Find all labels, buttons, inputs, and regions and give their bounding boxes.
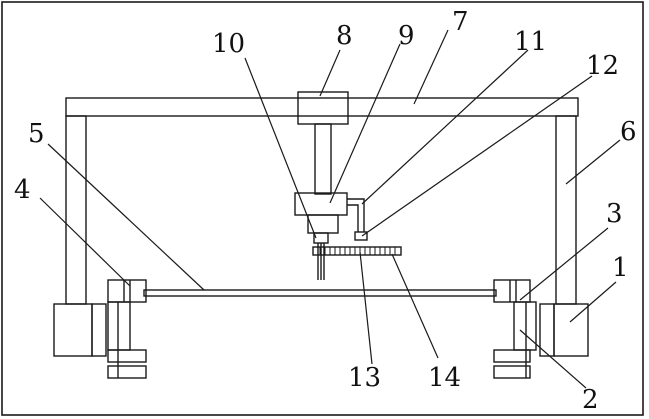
left-base-plate <box>91 303 107 357</box>
left-clamp-body <box>107 301 131 351</box>
scale-body <box>312 246 402 256</box>
gantry-frame <box>65 97 579 305</box>
label-4: 4 <box>14 175 31 205</box>
bracket-inner <box>347 204 359 232</box>
sensor <box>354 231 368 241</box>
scale-plate <box>312 246 402 256</box>
right-clamp-foot <box>493 365 531 379</box>
left-clamp-lower <box>107 349 147 363</box>
label-12: 12 <box>586 51 619 81</box>
leader-11 <box>361 49 529 205</box>
leader-6 <box>565 139 621 185</box>
right-base-plate <box>539 303 555 357</box>
bracket-outer <box>347 198 365 232</box>
right-column <box>555 115 577 305</box>
bracket-arm <box>347 198 368 241</box>
vertical-rod <box>314 123 332 195</box>
leader-14 <box>391 253 439 359</box>
label-1: 1 <box>612 253 629 283</box>
scale-ticks <box>319 247 396 255</box>
part-labels: 1 2 3 4 5 6 7 8 9 10 11 12 13 14 <box>14 7 637 415</box>
leader-lines <box>39 29 621 389</box>
label-14: 14 <box>428 363 461 393</box>
label-5: 5 <box>28 119 45 149</box>
label-10: 10 <box>212 29 245 59</box>
right-base-block <box>553 303 589 357</box>
right-clamp-lower <box>493 349 531 363</box>
rail-bar <box>143 289 497 297</box>
label-11: 11 <box>514 27 547 57</box>
carriage-block <box>297 91 349 125</box>
left-base-block <box>53 303 93 357</box>
leader-3 <box>519 227 609 301</box>
tool-chuck <box>313 232 329 244</box>
label-7: 7 <box>452 7 469 37</box>
leader-13 <box>359 251 373 365</box>
leader-1 <box>569 281 617 323</box>
leader-8 <box>319 49 341 97</box>
leader-12 <box>361 75 593 237</box>
leader-7 <box>413 29 449 105</box>
leader-2 <box>519 329 587 389</box>
label-8: 8 <box>336 21 353 51</box>
leader-9 <box>329 43 401 204</box>
leader-10 <box>244 57 317 239</box>
label-2: 2 <box>582 385 599 415</box>
right-clamp-assembly <box>493 279 589 379</box>
left-column <box>65 115 87 305</box>
right-clamp-head <box>493 279 531 303</box>
label-9: 9 <box>398 21 415 51</box>
label-6: 6 <box>620 117 637 147</box>
label-13: 13 <box>348 363 381 393</box>
work-rail <box>143 289 497 297</box>
leader-5 <box>47 143 205 291</box>
left-clamp-foot <box>107 365 147 379</box>
leader-4 <box>39 197 131 287</box>
left-clamp-assembly <box>53 279 147 379</box>
top-beam <box>65 97 579 117</box>
label-3: 3 <box>606 199 623 229</box>
carriage-assembly <box>294 91 349 280</box>
right-clamp-body <box>513 301 537 351</box>
